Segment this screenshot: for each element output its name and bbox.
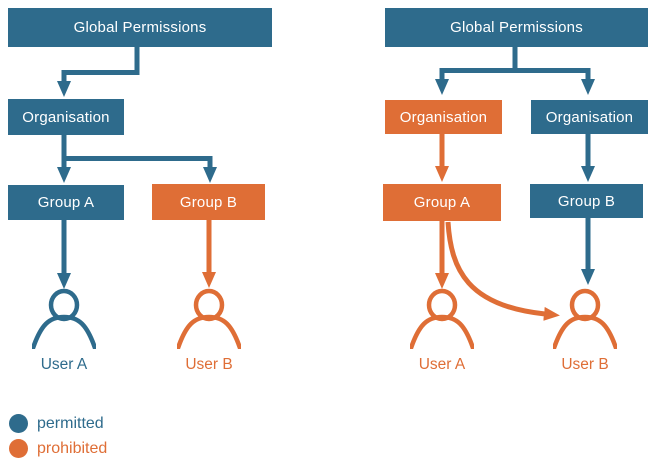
left-user-b-label: User B (185, 356, 233, 373)
connector-right-global-to-organisation-left (435, 47, 518, 95)
right-organisation-prohibited-box: Organisation (385, 100, 502, 134)
left-user-b-icon (177, 288, 241, 349)
prohibited-dot-icon (9, 439, 28, 458)
legend-prohibited-label: prohibited (37, 440, 108, 457)
connector-right-global-to-organisation-right (515, 68, 595, 95)
left-group-b-box: Group B (152, 184, 265, 220)
right-user-b-label: User B (561, 356, 609, 373)
permitted-dot-icon (9, 414, 28, 433)
left-group-a-box: Group A (8, 185, 124, 220)
left-global-permissions-box: Global Permissions (8, 8, 272, 47)
right-user-a-label: User A (418, 356, 466, 373)
left-organisation-box: Organisation (8, 99, 124, 135)
left-user-a-icon (32, 288, 96, 349)
left-user-a-label: User A (40, 356, 88, 373)
connector-left-organisation-to-group-b (64, 156, 217, 183)
right-organisation-permitted-box: Organisation (531, 100, 648, 134)
legend-item-permitted: permitted (9, 413, 104, 434)
legend-item-prohibited: prohibited (9, 438, 107, 459)
right-user-b-icon (553, 288, 617, 349)
right-group-b-box: Group B (530, 184, 643, 218)
connector-left-global-to-organisation (57, 47, 140, 97)
right-global-permissions-box: Global Permissions (385, 8, 648, 47)
right-user-a-icon (410, 288, 474, 349)
legend-permitted-label: permitted (37, 415, 104, 432)
right-group-a-box: Group A (383, 184, 501, 221)
connector-right-group-a-to-user-b-curved (445, 221, 560, 321)
